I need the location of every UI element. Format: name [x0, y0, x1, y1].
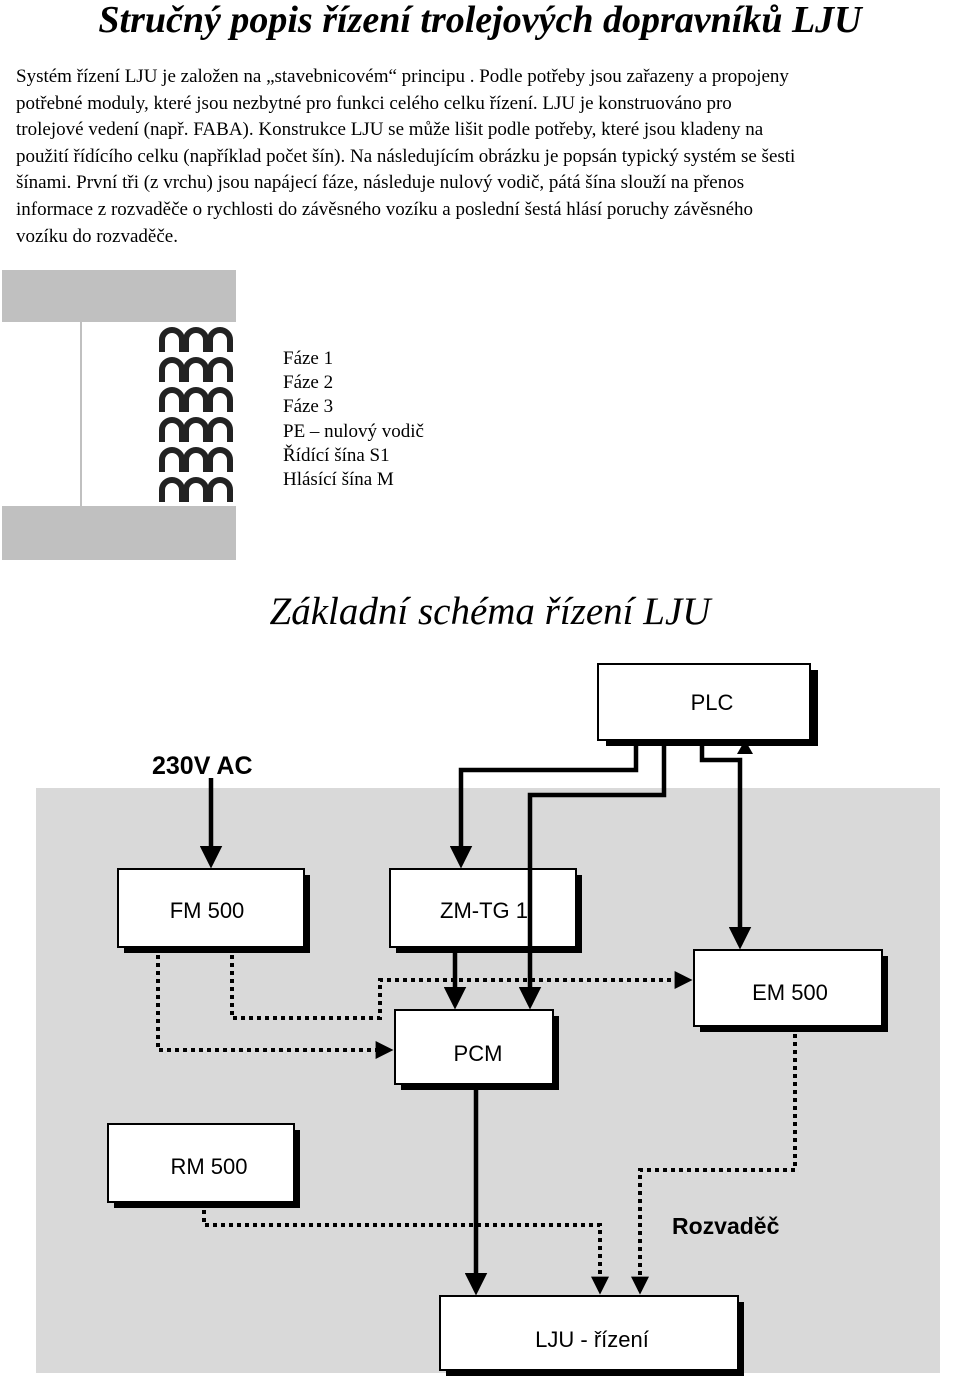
intro-line: vozíku do rozvaděče. [16, 225, 178, 247]
zmtg1-box [389, 868, 577, 948]
conductor-rail-arc [183, 357, 209, 382]
intro-line: trolejové vedení (např. FABA). Konstrukc… [16, 119, 764, 141]
em-to-lju-dotted [631, 1026, 797, 1295]
plc-to-em-line [699, 740, 752, 950]
em500-box [693, 949, 883, 1027]
dotted-connections [156, 947, 797, 1295]
em500-label: EM 500 [752, 980, 828, 1005]
intro-line: Systém řízení LJU je založen na „stavebn… [16, 66, 789, 87]
schema-title: Základní schéma řízení LJU [269, 590, 711, 633]
rail-legend: Fáze 1 Fáze 2 Fáze 3 PE – nulový vodič Ř… [283, 347, 424, 492]
plc-to-zmtg-line [449, 740, 639, 869]
lju-label: LJU - řízení [535, 1327, 649, 1352]
conductor-rail-arc [183, 477, 209, 502]
lju-box [439, 1295, 739, 1371]
rm-to-lju-dotted [202, 1202, 609, 1295]
rm500-box [107, 1123, 295, 1203]
conductor-rail-arc [207, 357, 233, 382]
plc-to-pcm-line [518, 740, 667, 1010]
fm500-label: FM 500 [170, 898, 245, 923]
conductor-rail-arc [159, 477, 185, 502]
rm500-label: RM 500 [170, 1154, 247, 1179]
conductor-rail-arc [159, 447, 185, 472]
conductor-rail-arc [183, 387, 209, 412]
conductor-rail-arc [159, 387, 185, 412]
rail-legend-item-phase1: Fáze 1 [283, 348, 334, 369]
fm-to-pcm-dotted [156, 947, 394, 1059]
conductor-rail-arc [159, 327, 185, 352]
supply-label: 230V AC [152, 752, 253, 780]
conductor-rail-arc [183, 417, 209, 442]
rail-legend-item-phase2: Fáze 2 [283, 372, 334, 394]
em-feedback-arrowhead [737, 740, 753, 754]
rail-legend-item-pe: PE – nulový vodič [283, 420, 424, 442]
intro-paragraph: Systém řízení LJU je založen na „stavebn… [16, 64, 952, 250]
intro-line: použití řídícího celku (například počet … [16, 145, 796, 167]
conductor-rails [159, 327, 233, 502]
conductor-rail-arc [183, 327, 209, 352]
rail-legend-item-control: Řídící šína S1 [283, 444, 390, 466]
control-schema-diagram: 230V AC PLC FM 500 ZM-TG 1 EM 500 PCM RM… [36, 663, 940, 1376]
pcm-box [394, 1009, 554, 1085]
conductor-rail-arc [207, 327, 233, 352]
rail-legend-item-phase3: Fáze 3 [283, 396, 334, 418]
conductor-rail-arc [159, 357, 185, 382]
plc-box [597, 663, 811, 741]
intro-line: potřebné moduly, které jsou nezbytné pro… [16, 92, 732, 114]
document-title: Stručný popis řízení trolejových dopravn… [98, 0, 862, 41]
rail-profile-image [2, 270, 236, 560]
zmtg1-label: ZM-TG 1 [440, 898, 528, 923]
plc-label: PLC [691, 690, 734, 715]
fm-to-em-dotted [230, 947, 693, 1020]
intro-line: šínami. První tři (z vrchu) jsou napájec… [16, 172, 745, 194]
conductor-rail-arc [183, 447, 209, 472]
conductor-rail-arc [159, 417, 185, 442]
conductor-rail-arc [207, 387, 233, 412]
conductor-rail-arc [207, 447, 233, 472]
conductor-rail-arc [207, 477, 233, 502]
fm500-box [117, 868, 305, 948]
conductor-rail-arc [207, 417, 233, 442]
solid-connections [199, 740, 752, 1296]
cabinet-label: Rozvaděč [672, 1213, 780, 1239]
rail-profile-shape [2, 270, 236, 560]
rail-legend-item-signal: Hlásící šína M [283, 469, 394, 491]
pcm-label: PCM [454, 1041, 503, 1066]
intro-line: informace z rozvaděče o rychlosti do záv… [16, 198, 754, 220]
